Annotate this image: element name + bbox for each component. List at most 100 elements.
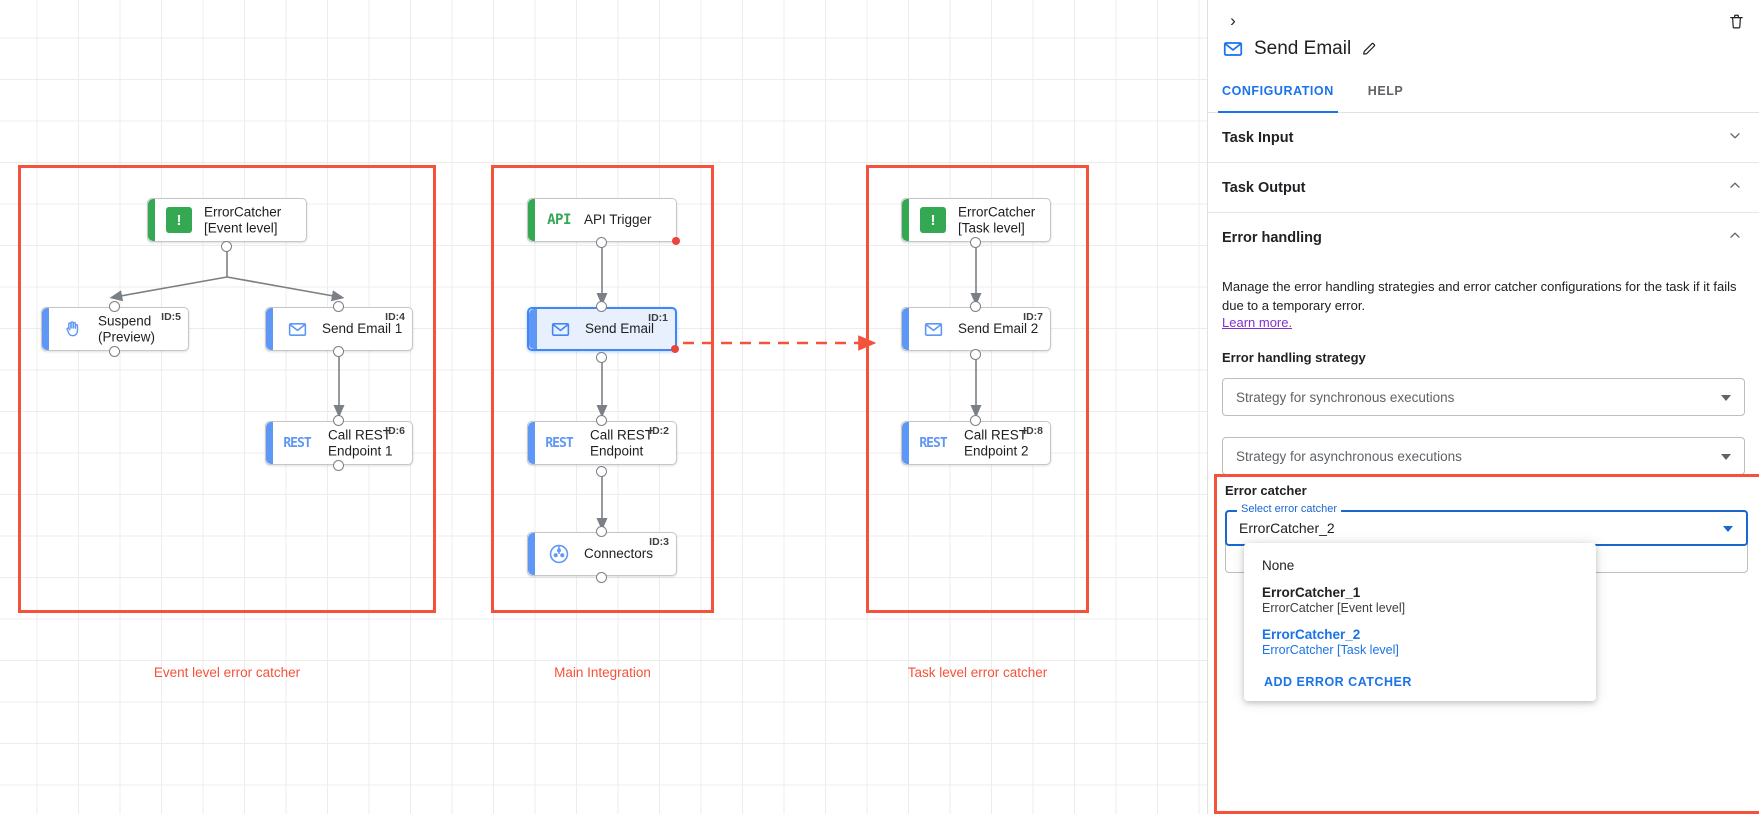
connectors-icon xyxy=(546,541,572,567)
sync-strategy-placeholder: Strategy for synchronous executions xyxy=(1236,389,1455,405)
node-connectors[interactable]: Connectors ID:3 xyxy=(527,532,677,576)
learn-more-link[interactable]: Learn more. xyxy=(1222,315,1293,331)
error-indicator-dot xyxy=(671,345,679,353)
node-output-knob[interactable] xyxy=(596,352,607,363)
async-strategy-select[interactable]: Strategy for asynchronous executions xyxy=(1222,437,1745,476)
error-handling-strategy-label: Error handling strategy xyxy=(1222,350,1366,366)
node-output-knob[interactable] xyxy=(221,241,232,252)
tab-configuration[interactable]: CONFIGURATION xyxy=(1218,78,1338,113)
node-output-knob[interactable] xyxy=(970,349,981,360)
node-accent-bar xyxy=(902,308,909,350)
node-input-knob[interactable] xyxy=(333,415,344,426)
node-call-rest-endpoint-2[interactable]: REST Call REST Endpoint 2 ID:8 xyxy=(901,421,1051,465)
chevron-up-icon xyxy=(1727,177,1743,198)
node-input-knob[interactable] xyxy=(109,301,120,312)
dropdown-option-errorcatcher-2[interactable]: ErrorCatcher_2 ErrorCatcher [Task level] xyxy=(1244,621,1596,663)
chevron-down-icon xyxy=(1721,454,1731,461)
node-errorcatcher-event-level[interactable]: ! ErrorCatcher [Event level] xyxy=(147,198,307,242)
node-label: Call REST Endpoint xyxy=(590,427,654,458)
node-suspend-preview[interactable]: Suspend (Preview) ID:5 xyxy=(41,307,189,351)
group-label-main-integration: Main Integration xyxy=(554,665,651,680)
collapse-panel-icon[interactable]: › xyxy=(1230,11,1236,30)
rest-icon: REST xyxy=(283,435,311,451)
hand-icon xyxy=(60,316,86,342)
node-label: Send Email xyxy=(585,321,655,337)
node-id-badge: ID:3 xyxy=(649,536,669,548)
envelope-icon xyxy=(547,316,573,342)
node-input-knob[interactable] xyxy=(970,415,981,426)
node-send-email-2[interactable]: Send Email 2 ID:7 xyxy=(901,307,1051,351)
error-catcher-highlight-region: Error catcher Select error catcher Error… xyxy=(1214,474,1759,814)
option-primary-label: ErrorCatcher_2 xyxy=(1262,627,1361,642)
chevron-down-icon xyxy=(1727,127,1743,148)
node-id-badge: ID:1 xyxy=(648,312,668,324)
error-catcher-body: Error catcher Select error catcher Error… xyxy=(1217,477,1759,701)
error-handling-description: Manage the error handling strategies and… xyxy=(1222,279,1737,314)
tab-help[interactable]: HELP xyxy=(1367,84,1404,98)
add-error-catcher-button[interactable]: ADD ERROR CATCHER xyxy=(1264,675,1412,689)
node-label: API Trigger xyxy=(584,212,652,228)
dropdown-option-none[interactable]: None xyxy=(1244,552,1596,579)
section-label: Task Input xyxy=(1222,129,1294,146)
async-strategy-placeholder: Strategy for asynchronous executions xyxy=(1236,448,1462,464)
node-output-knob[interactable] xyxy=(970,237,981,248)
node-input-knob[interactable] xyxy=(596,526,607,537)
option-primary-label: None xyxy=(1262,558,1295,573)
chevron-up-icon xyxy=(1727,228,1743,249)
node-id-badge: ID:7 xyxy=(1023,311,1043,323)
select-error-catcher-legend: Select error catcher xyxy=(1237,503,1341,515)
error-catcher-title: Error catcher xyxy=(1225,483,1307,498)
node-id-badge: ID:8 xyxy=(1023,425,1043,437)
node-output-knob[interactable] xyxy=(333,346,344,357)
node-label: Call REST Endpoint 1 xyxy=(328,427,393,458)
node-accent-bar xyxy=(42,308,49,350)
node-accent-bar xyxy=(528,199,535,241)
node-label: Send Email 2 xyxy=(958,321,1039,337)
node-accent-bar xyxy=(528,533,535,575)
edit-pencil-icon[interactable] xyxy=(1361,41,1377,57)
node-input-knob[interactable] xyxy=(333,301,344,312)
node-accent-bar xyxy=(902,422,909,464)
error-handling-body: Manage the error handling strategies and… xyxy=(1208,263,1759,476)
node-input-knob[interactable] xyxy=(596,415,607,426)
api-icon: API xyxy=(547,212,571,228)
workflow-canvas[interactable]: Event level error catcher Main Integrati… xyxy=(0,0,1207,814)
node-output-knob[interactable] xyxy=(596,572,607,583)
section-task-input[interactable]: Task Input xyxy=(1208,113,1759,163)
group-label-task-level: Task level error catcher xyxy=(907,665,1048,680)
select-error-catcher-field[interactable]: Select error catcher ErrorCatcher_2 xyxy=(1225,503,1748,546)
panel-header: › Send Email xyxy=(1208,0,1759,78)
node-accent-bar xyxy=(148,199,155,241)
node-output-knob[interactable] xyxy=(596,237,607,248)
node-accent-bar xyxy=(529,309,537,349)
section-error-handling[interactable]: Error handling xyxy=(1208,213,1759,263)
node-call-rest-endpoint-1[interactable]: REST Call REST Endpoint 1 ID:6 xyxy=(265,421,413,465)
node-label: Send Email 1 xyxy=(322,321,403,337)
sync-strategy-select[interactable]: Strategy for synchronous executions xyxy=(1222,378,1745,417)
envelope-icon xyxy=(284,316,310,342)
select-error-catcher-value: ErrorCatcher_2 xyxy=(1239,520,1335,536)
rest-icon: REST xyxy=(919,435,947,451)
panel-tabs: CONFIGURATION HELP xyxy=(1208,78,1759,113)
node-send-email[interactable]: Send Email ID:1 xyxy=(527,307,679,353)
node-errorcatcher-task-level[interactable]: ! ErrorCatcher [Task level] xyxy=(901,198,1051,242)
node-id-badge: ID:4 xyxy=(385,311,405,323)
node-output-knob[interactable] xyxy=(109,346,120,357)
section-task-output[interactable]: Task Output xyxy=(1208,163,1759,213)
delete-icon[interactable] xyxy=(1723,8,1749,34)
node-accent-bar xyxy=(902,199,909,241)
node-send-email-1[interactable]: Send Email 1 ID:4 xyxy=(265,307,413,351)
node-label: Connectors xyxy=(584,546,654,562)
node-call-rest-endpoint[interactable]: REST Call REST Endpoint ID:2 xyxy=(527,421,677,465)
dropdown-option-errorcatcher-1[interactable]: ErrorCatcher_1 ErrorCatcher [Event level… xyxy=(1244,579,1596,621)
error-catcher-dropdown-menu[interactable]: None ErrorCatcher_1 ErrorCatcher [Event … xyxy=(1244,543,1596,701)
node-output-knob[interactable] xyxy=(333,460,344,471)
node-accent-bar xyxy=(266,422,273,464)
node-api-trigger[interactable]: API API Trigger xyxy=(527,198,680,245)
node-output-knob[interactable] xyxy=(596,466,607,477)
node-input-knob[interactable] xyxy=(596,301,607,312)
node-label: ErrorCatcher [Task level] xyxy=(958,204,1036,235)
node-input-knob[interactable] xyxy=(970,301,981,312)
chevron-down-icon xyxy=(1721,395,1731,402)
